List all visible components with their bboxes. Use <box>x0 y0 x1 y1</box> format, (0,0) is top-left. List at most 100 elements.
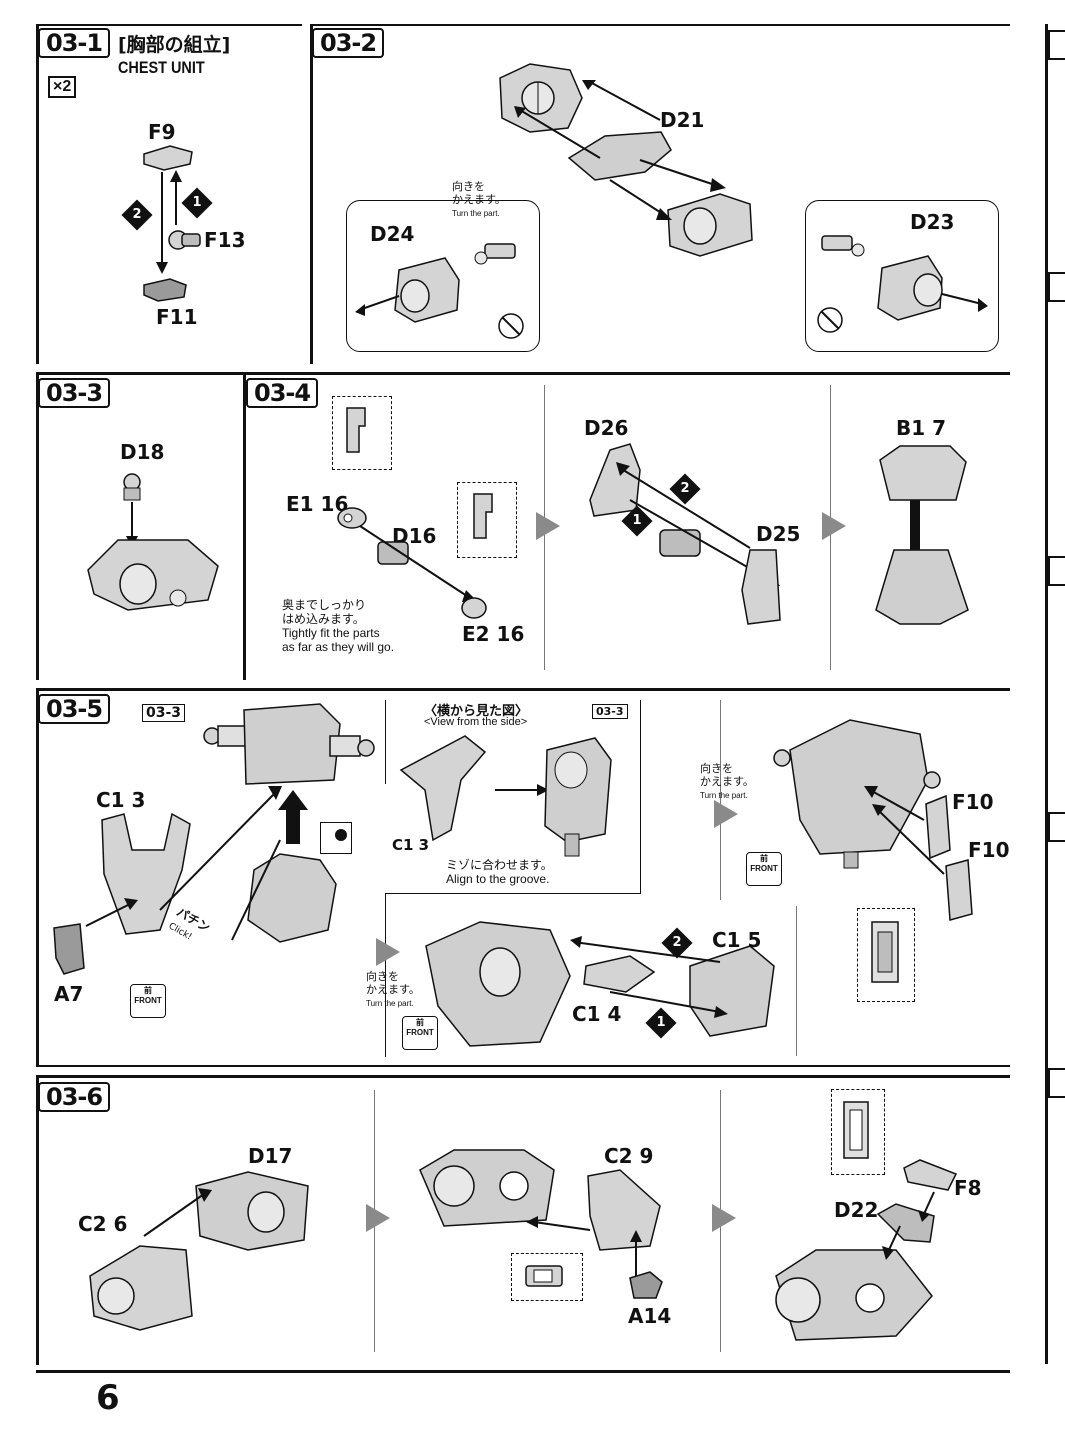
sequence-badge-03-5-1: 1 <box>645 1007 677 1039</box>
assembly-arrows-03-2 <box>514 80 726 220</box>
part-label-d22: D22 <box>834 1198 879 1222</box>
frame-left-rule <box>36 24 39 364</box>
side-view-frame-v <box>385 700 386 784</box>
arrow-03-6-a <box>143 1188 212 1237</box>
turn-note-03-5-a: 向きをかえます。Turn the part. <box>366 970 420 1008</box>
part-label-e1-16: E1 16 <box>286 492 349 516</box>
frame-row3-left <box>36 688 39 1066</box>
frame-top-rule-2 <box>310 24 1010 26</box>
part-label-c1-4: C1 4 <box>572 1002 622 1026</box>
detail-box-e1 <box>332 396 392 470</box>
next-arrow-03-4-a <box>536 512 560 540</box>
step-2-torso-part <box>419 1149 555 1227</box>
part-shoulder-joint-shape <box>667 193 753 257</box>
step-03-3-label: 03-3 <box>38 378 111 408</box>
part-label-c1-3-side: C1 3 <box>392 836 430 854</box>
frame-row4-top <box>36 1075 1010 1078</box>
side-view-frame-r <box>640 700 641 894</box>
part-label-d24: D24 <box>370 222 415 246</box>
next-page-edge <box>1045 24 1048 1364</box>
part-f9-shape <box>143 145 193 171</box>
part-label-c2-6: C2 6 <box>78 1212 128 1236</box>
f8-part <box>903 1159 958 1191</box>
part-label-d18: D18 <box>120 440 165 464</box>
next-arrow-03-6-a <box>366 1204 390 1232</box>
e1-detail-shape <box>346 407 366 453</box>
turn-note-03-2: 向きをかえます。Turn the part. <box>452 180 506 218</box>
frame-bottom-rule <box>36 1370 1010 1373</box>
frame-row2-left <box>36 372 39 680</box>
c13-chest-plate <box>101 812 191 935</box>
a14-part <box>629 1271 663 1299</box>
next-page-tab-3 <box>1048 556 1065 586</box>
part-label-a7: A7 <box>54 982 84 1006</box>
detail-right-parts <box>817 235 988 333</box>
reference-tag-03-3-side: 03-3 <box>592 704 628 719</box>
sequence-badge-03-4-1: 1 <box>621 505 653 537</box>
part-label-d26: D26 <box>584 416 629 440</box>
step-03-6-label: 03-6 <box>38 1082 111 1112</box>
e2-detail-shape <box>473 493 493 539</box>
turn-note-03-5-b: 向きをかえます。Turn the part. <box>700 762 754 800</box>
final-torso-assembly <box>775 1249 933 1341</box>
quantity-badge: ×2 <box>48 76 77 98</box>
part-label-d23: D23 <box>910 210 955 234</box>
step-03-4-label: 03-4 <box>246 378 319 408</box>
step-03-1-title-en: CHEST UNIT <box>118 58 205 77</box>
next-page-tab-1 <box>1048 30 1065 60</box>
sequence-badge-03-4-2: 2 <box>669 473 701 505</box>
a14-detail-shape <box>525 1265 563 1287</box>
part-label-d25: D25 <box>756 522 801 546</box>
reference-tag-03-3: 03-3 <box>142 704 186 722</box>
c14-c15-assembly <box>570 936 775 1037</box>
part-label-a14: A14 <box>628 1304 672 1328</box>
frame-row3-bottom <box>36 1065 1010 1067</box>
frame-row3-top <box>36 688 1010 691</box>
page-number: 6 <box>96 1378 120 1418</box>
part-f13-shape <box>168 230 201 250</box>
part-label-f8: F8 <box>954 1176 982 1200</box>
detail-box-a14 <box>511 1253 583 1301</box>
torso-turned-assembly <box>425 921 571 1047</box>
f8-detail-shape <box>843 1101 869 1159</box>
sticker-ref-icon <box>320 822 352 854</box>
side-view-parts <box>399 735 612 857</box>
next-arrow-03-5-b <box>714 800 738 828</box>
next-arrow-03-4-b <box>822 512 846 540</box>
detail-box-f10 <box>857 908 915 1002</box>
part-d18-assembly <box>87 473 219 611</box>
frame-row4-left <box>36 1075 39 1365</box>
sequence-badge-03-5-2: 2 <box>661 927 693 959</box>
part-label-c1-3: C1 3 <box>96 788 146 812</box>
part-label-f13: F13 <box>204 228 246 252</box>
next-arrow-03-6-b <box>712 1204 736 1232</box>
side-view-frame-bottom <box>385 893 640 894</box>
chest-core-assembly <box>203 703 375 785</box>
bottom-subpanel-right <box>796 906 797 1056</box>
f10-detail-shape <box>871 921 899 983</box>
assembly-arrows-03-1 <box>156 170 182 274</box>
b1-assembly <box>875 445 969 625</box>
detail-box-left <box>346 200 540 352</box>
part-label-d21: D21 <box>660 108 705 132</box>
step-03-1-title-jp: [胸部の組立] <box>118 34 231 56</box>
arrows-03-6-c <box>882 1191 935 1260</box>
detail-box-e2 <box>457 482 517 558</box>
next-page-tab-2 <box>1048 272 1065 302</box>
part-label-c1-5: C1 5 <box>712 928 762 952</box>
part-d21-shape <box>567 131 672 181</box>
step-03-2-label: 03-2 <box>312 28 385 58</box>
part-f11-shape <box>143 278 187 302</box>
d17-part <box>195 1171 309 1251</box>
step-03-5-label: 03-5 <box>38 694 111 724</box>
part-label-b1-7: B1 7 <box>896 416 947 440</box>
c26-part <box>89 1245 193 1331</box>
frame-divider-1-2 <box>310 24 313 364</box>
next-arrow-03-5-a <box>376 938 400 966</box>
bottom-subpanel-left <box>385 893 386 1057</box>
detail-left-parts <box>355 243 524 339</box>
